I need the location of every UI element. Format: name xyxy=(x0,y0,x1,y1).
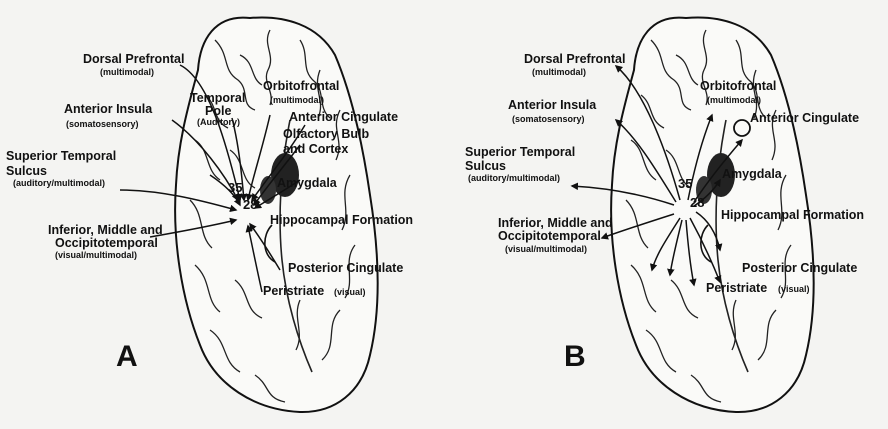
label-orbitofrontal: Orbitofrontal xyxy=(700,80,776,93)
label-anterior-insula: Anterior Insula xyxy=(508,99,596,112)
label-inferior-middle: Inferior, Middle and xyxy=(498,217,613,230)
label-anterior-insula-sub: (somatosensory) xyxy=(512,115,585,124)
label-area-28: 28 xyxy=(243,198,257,211)
label-orbitofrontal-sub: (multimodal) xyxy=(707,96,761,105)
label-orbitofrontal: Orbitofrontal xyxy=(263,80,339,93)
label-occipitotemporal-sub: (visual/multimodal) xyxy=(55,251,137,260)
label-occipitotemporal: Occipitotemporal xyxy=(498,230,601,243)
label-occipitotemporal-sub: (visual/multimodal) xyxy=(505,245,587,254)
label-sulcus: Sulcus xyxy=(6,165,47,178)
label-peristriate: Peristriate xyxy=(263,285,324,298)
label-hippocampal-formation: Hippocampal Formation xyxy=(721,209,864,222)
label-amygdala: Amygdala xyxy=(277,177,337,190)
label-inferior-middle: Inferior, Middle and xyxy=(48,224,163,237)
label-hippocampal-formation: Hippocampal Formation xyxy=(270,214,413,227)
label-dorsal-prefrontal: Dorsal Prefrontal xyxy=(524,53,625,66)
label-temporal: Temporal xyxy=(190,92,245,105)
label-and-cortex: and Cortex xyxy=(283,143,348,156)
label-posterior-cingulate: Posterior Cingulate xyxy=(288,262,403,275)
label-superior-temporal: Superior Temporal xyxy=(6,150,116,163)
label-peristriate-sub: (visual) xyxy=(334,288,366,297)
label-peristriate-sub: (visual) xyxy=(778,285,810,294)
label-anterior-cingulate: Anterior Cingulate xyxy=(750,112,859,125)
label-superior-temporal-sub: (auditory/multimodal) xyxy=(13,179,105,188)
label-anterior-insula-sub: (somatosensory) xyxy=(66,120,139,129)
label-dorsal-prefrontal-sub: (multimodal) xyxy=(532,68,586,77)
label-occipitotemporal: Occipitotemporal xyxy=(55,237,158,250)
label-temporal-pole-sub: (Auditory) xyxy=(197,118,240,127)
label-orbitofrontal-sub: (multimodal) xyxy=(270,96,324,105)
label-anterior-insula: Anterior Insula xyxy=(64,103,152,116)
label-dorsal-prefrontal-sub: (multimodal) xyxy=(100,68,154,77)
label-anterior-cingulate: Anterior Cingulate xyxy=(289,111,398,124)
label-posterior-cingulate: Posterior Cingulate xyxy=(742,262,857,275)
label-dorsal-prefrontal: Dorsal Prefrontal xyxy=(83,53,184,66)
panel-letter-b: B xyxy=(564,342,586,372)
label-area-35: 35 xyxy=(678,177,692,190)
panel-letter-a: A xyxy=(116,342,138,372)
label-pole: Pole xyxy=(205,105,231,118)
label-superior-temporal: Superior Temporal xyxy=(465,146,575,159)
label-superior-temporal-sub: (auditory/multimodal) xyxy=(468,174,560,183)
label-olfactory-bulb: Olfactory Bulb xyxy=(283,128,369,141)
label-area-35: 35 xyxy=(228,181,242,194)
label-peristriate: Peristriate xyxy=(706,282,767,295)
label-sulcus: Sulcus xyxy=(465,160,506,173)
label-area-28: 28 xyxy=(690,196,704,209)
label-amygdala: Amygdala xyxy=(722,168,782,181)
